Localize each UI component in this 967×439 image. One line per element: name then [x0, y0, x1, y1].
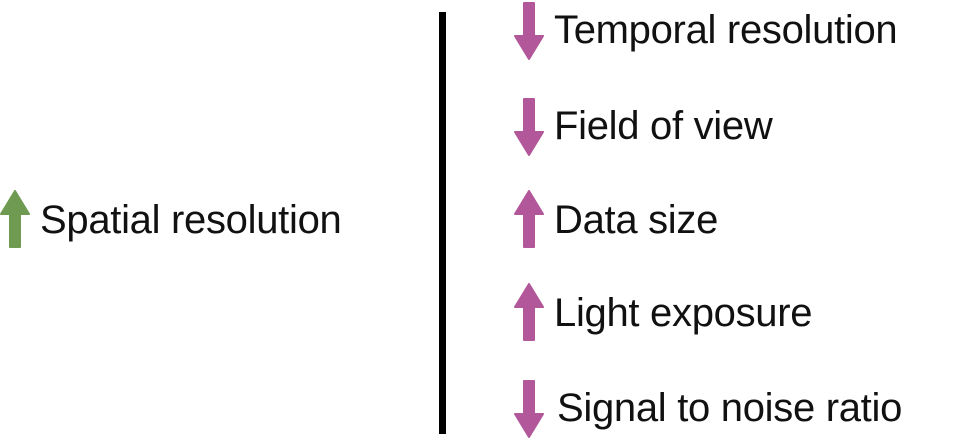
up-arrow-icon	[514, 190, 544, 248]
data-size-label: Data size	[554, 198, 719, 242]
spatial-resolution-label: Spatial resolution	[40, 198, 342, 242]
light-exposure-label: Light exposure	[554, 291, 813, 335]
down-arrow-icon	[514, 2, 544, 60]
divider-line	[439, 12, 446, 434]
data-size-item: Data size	[514, 190, 718, 250]
signal-to-noise-ratio-label: Signal to noise ratio	[557, 386, 903, 430]
field-of-view-label: Field of view	[554, 104, 773, 148]
light-exposure-item: Light exposure	[514, 283, 813, 343]
down-arrow-icon	[514, 380, 544, 438]
temporal-resolution-label: Temporal resolution	[554, 8, 898, 52]
signal-to-noise-ratio-item: Signal to noise ratio	[514, 378, 902, 438]
spatial-resolution-item: Spatial resolution	[0, 190, 342, 250]
field-of-view-item: Field of view	[514, 96, 773, 156]
down-arrow-icon	[514, 98, 544, 156]
up-arrow-icon	[514, 283, 544, 341]
temporal-resolution-item: Temporal resolution	[514, 0, 898, 60]
up-arrow-icon	[0, 190, 30, 248]
